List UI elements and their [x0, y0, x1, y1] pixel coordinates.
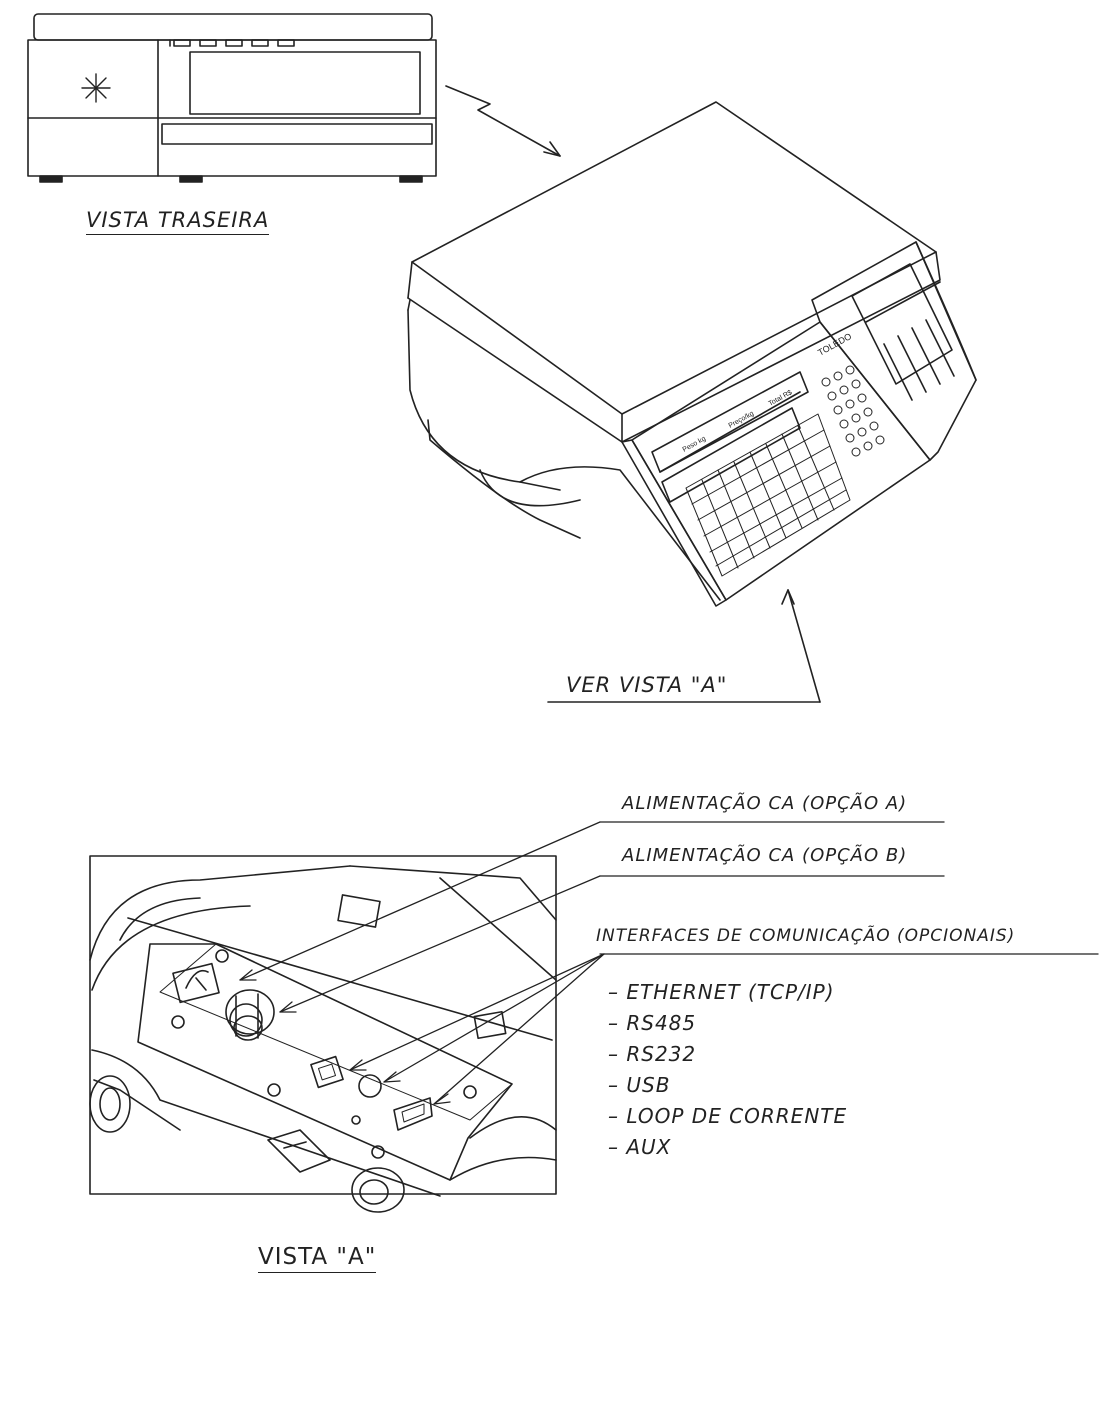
- rear-view-drawing: [27, 13, 437, 183]
- rear-view-title: VISTA TRASEIRA: [86, 208, 270, 235]
- db9-connector-icon: [393, 1097, 433, 1131]
- zigzag-link-arrow: [445, 85, 561, 157]
- callout-leaders: [239, 821, 1099, 1105]
- rj45-port-icon: [310, 1055, 344, 1089]
- round-connector-icon: [358, 1074, 382, 1098]
- callout-power-option-a: ALIMENTAÇÃO CA (OPÇÃO A): [622, 793, 908, 814]
- scale-isometric-drawing: Peso kg Preço/kg Total R$: [407, 101, 977, 607]
- svg-text:Peso kg: Peso kg: [682, 435, 708, 453]
- see-view-a-label: VER VISTA "A": [566, 673, 728, 697]
- snowflake-asterisk-icon: [81, 73, 111, 103]
- interface-item: – RS232: [608, 1042, 697, 1066]
- callout-comm-interfaces: INTERFACES DE COMUNICAÇÃO (OPCIONAIS): [596, 926, 1016, 946]
- iec-power-socket-icon: [172, 962, 220, 1004]
- cable-gland-icon: [225, 989, 275, 1041]
- interface-item: – AUX: [608, 1135, 672, 1159]
- brand-logo: TOLEDO: [816, 331, 853, 358]
- interface-list: – ETHERNET (TCP/IP) – RS485 – RS232 – US…: [608, 980, 968, 1166]
- view-a-title: VISTA "A": [258, 1244, 377, 1273]
- interface-item: – ETHERNET (TCP/IP): [608, 980, 835, 1004]
- callout-power-option-b: ALIMENTAÇÃO CA (OPÇÃO B): [622, 845, 908, 866]
- interface-item: – RS485: [608, 1011, 697, 1035]
- view-a-detail-drawing: [89, 855, 557, 1213]
- interface-item: – USB: [608, 1073, 671, 1097]
- interface-item: – LOOP DE CORRENTE: [608, 1104, 848, 1128]
